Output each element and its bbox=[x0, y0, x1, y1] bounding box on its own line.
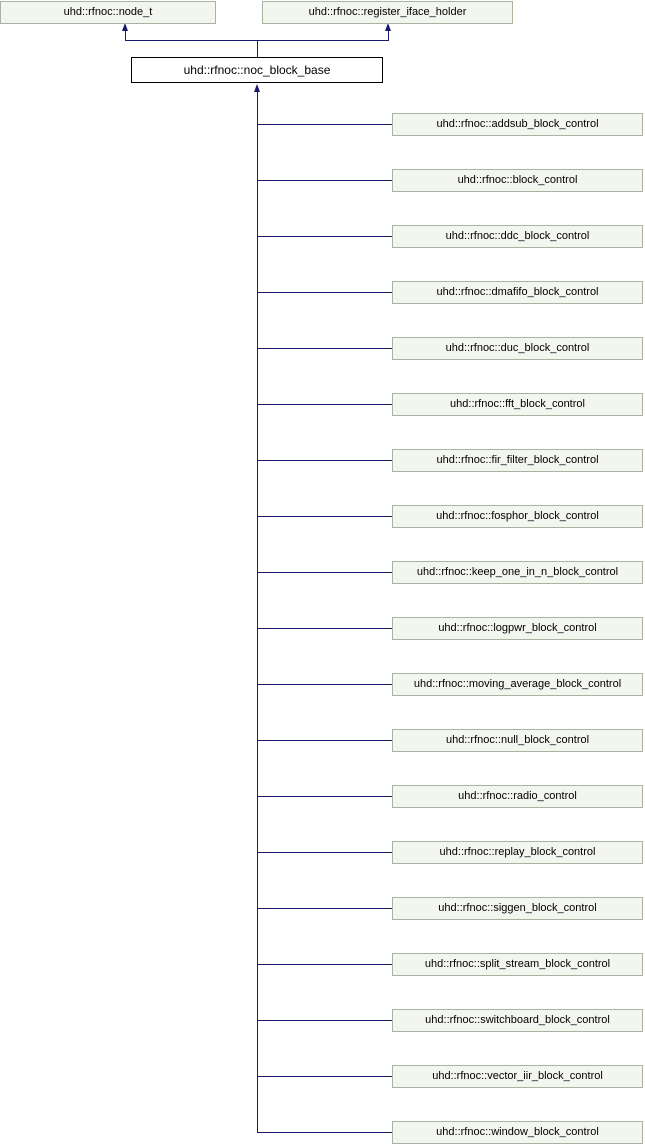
class-node[interactable]: uhd::rfnoc::addsub_block_control bbox=[392, 113, 643, 136]
branch-line bbox=[257, 1020, 392, 1021]
class-node-node-t[interactable]: uhd::rfnoc::node_t bbox=[0, 1, 216, 24]
class-node[interactable]: uhd::rfnoc::fft_block_control bbox=[392, 393, 643, 416]
edge-stem-to-node-t bbox=[125, 28, 126, 41]
branch-line bbox=[257, 908, 392, 909]
branch-line bbox=[257, 404, 392, 405]
children-trunk-line bbox=[257, 90, 258, 1133]
class-node[interactable]: uhd::rfnoc::split_stream_block_control bbox=[392, 953, 643, 976]
class-node[interactable]: uhd::rfnoc::replay_block_control bbox=[392, 841, 643, 864]
branch-line bbox=[257, 740, 392, 741]
class-node-noc-block-base[interactable]: uhd::rfnoc::noc_block_base bbox=[131, 57, 383, 83]
class-node[interactable]: uhd::rfnoc::null_block_control bbox=[392, 729, 643, 752]
branch-line bbox=[257, 1076, 392, 1077]
branch-line bbox=[257, 572, 392, 573]
class-node[interactable]: uhd::rfnoc::keep_one_in_n_block_control bbox=[392, 561, 643, 584]
class-node-register-iface-holder[interactable]: uhd::rfnoc::register_iface_holder bbox=[262, 1, 513, 24]
arrowhead-to-noc-block-base-icon bbox=[254, 84, 260, 92]
class-node[interactable]: uhd::rfnoc::window_block_control bbox=[392, 1121, 643, 1144]
class-node[interactable]: uhd::rfnoc::ddc_block_control bbox=[392, 225, 643, 248]
class-node[interactable]: uhd::rfnoc::logpwr_block_control bbox=[392, 617, 643, 640]
class-node[interactable]: uhd::rfnoc::moving_average_block_control bbox=[392, 673, 643, 696]
branch-line bbox=[257, 628, 392, 629]
class-node[interactable]: uhd::rfnoc::siggen_block_control bbox=[392, 897, 643, 920]
branch-line bbox=[257, 124, 392, 125]
branch-line bbox=[257, 348, 392, 349]
branch-line bbox=[257, 852, 392, 853]
edge-stem-to-register-iface-holder bbox=[388, 28, 389, 41]
branch-line bbox=[257, 180, 392, 181]
class-node[interactable]: uhd::rfnoc::fir_filter_block_control bbox=[392, 449, 643, 472]
arrowhead-to-node-t-icon bbox=[122, 23, 128, 31]
class-node[interactable]: uhd::rfnoc::radio_control bbox=[392, 785, 643, 808]
branch-line bbox=[257, 796, 392, 797]
branch-line bbox=[257, 964, 392, 965]
branch-line bbox=[257, 684, 392, 685]
class-node[interactable]: uhd::rfnoc::fosphor_block_control bbox=[392, 505, 643, 528]
class-node[interactable]: uhd::rfnoc::vector_iir_block_control bbox=[392, 1065, 643, 1088]
class-node[interactable]: uhd::rfnoc::switchboard_block_control bbox=[392, 1009, 643, 1032]
edge-stem-from-noc-block-base bbox=[257, 40, 258, 57]
arrowhead-to-register-iface-holder-icon bbox=[385, 23, 391, 31]
class-node[interactable]: uhd::rfnoc::duc_block_control bbox=[392, 337, 643, 360]
branch-line bbox=[257, 1132, 392, 1133]
branch-line bbox=[257, 292, 392, 293]
class-node[interactable]: uhd::rfnoc::block_control bbox=[392, 169, 643, 192]
branch-line bbox=[257, 460, 392, 461]
branch-line bbox=[257, 236, 392, 237]
class-node[interactable]: uhd::rfnoc::dmafifo_block_control bbox=[392, 281, 643, 304]
branch-line bbox=[257, 516, 392, 517]
